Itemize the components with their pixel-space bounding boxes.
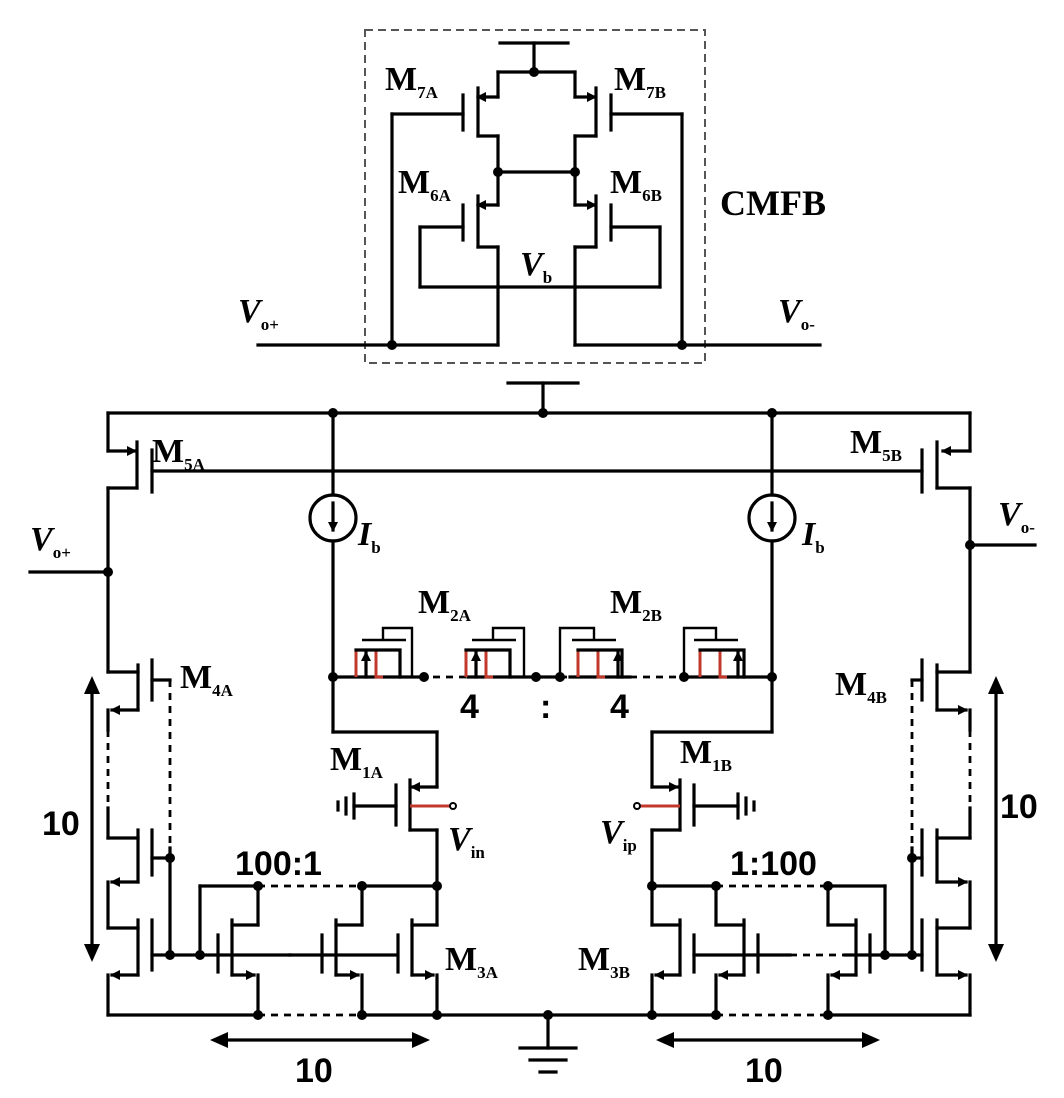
- m7a-label: M7A: [385, 61, 439, 102]
- ground-symbol: [518, 1013, 578, 1074]
- transistor-m7a: [390, 86, 500, 138]
- transistor-m1a: [331, 675, 457, 884]
- m7b-label: M7B: [614, 61, 666, 102]
- transistor-m5a: [106, 411, 154, 494]
- cmfb-block: [256, 29, 822, 364]
- m6b-label: M6B: [610, 164, 662, 205]
- ratio-2-sep: :: [540, 688, 551, 726]
- ground-rail: [106, 1010, 972, 1020]
- transistor-m3a-array: [150, 881, 442, 1017]
- m3a-label: M3A: [445, 941, 499, 982]
- width-arrow-right: [656, 1032, 880, 1048]
- m4b-label: M4B: [835, 666, 887, 707]
- transistor-m4b-stack: [907, 658, 972, 1017]
- cmfb-title: CMFB: [720, 183, 826, 223]
- stack-arrow-right: [988, 676, 1004, 962]
- transistor-m6a: [418, 194, 500, 289]
- m1b-label: M1B: [680, 734, 732, 775]
- transistor-m2-row: [328, 626, 777, 682]
- m2a-label: M2A: [418, 584, 472, 625]
- stack-right-count: 10: [1000, 788, 1038, 826]
- transistor-m5b: [920, 411, 972, 494]
- m4a-label: M4A: [180, 659, 234, 700]
- transistor-m7b: [573, 86, 684, 138]
- transistor-m6b: [573, 194, 662, 289]
- vip-label: Vip: [600, 814, 637, 855]
- vin-label: Vin: [448, 821, 485, 862]
- transistor-m3b-array: [647, 881, 924, 1017]
- ratio-right: 1:100: [730, 845, 817, 883]
- m3b-label: M3B: [578, 941, 630, 982]
- current-source-right: [747, 411, 797, 679]
- cmfb-von-label: Vo-: [778, 293, 815, 334]
- ratio-left: 100:1: [235, 845, 322, 883]
- current-source-left: [308, 411, 358, 679]
- transistor-m1b: [633, 675, 774, 884]
- ib-right-label: Ib: [801, 516, 825, 557]
- bottom-right-count: 10: [745, 1052, 783, 1090]
- ratio-2-right: 4: [610, 688, 629, 726]
- ib-left-label: Ib: [357, 516, 381, 557]
- stack-left-count: 10: [42, 805, 80, 843]
- cmfb-boundary: [364, 29, 706, 364]
- von-label: Vo-: [998, 496, 1035, 537]
- transistor-m4a-stack: [106, 658, 175, 1017]
- m2b-label: M2B: [610, 584, 662, 625]
- vop-label: Vo+: [30, 521, 71, 562]
- m5b-label: M5B: [850, 424, 902, 465]
- m5a-label: M5A: [152, 433, 206, 474]
- ratio-2-left: 4: [460, 688, 479, 726]
- m1a-label: M1A: [330, 741, 384, 782]
- cmfb-vop-label: Vo+: [238, 293, 279, 334]
- m6a-label: M6A: [398, 164, 452, 205]
- width-arrow-left: [210, 1032, 430, 1048]
- stack-arrow-left: [84, 676, 100, 962]
- bottom-left-count: 10: [295, 1052, 333, 1090]
- vb-label: Vb: [520, 246, 552, 287]
